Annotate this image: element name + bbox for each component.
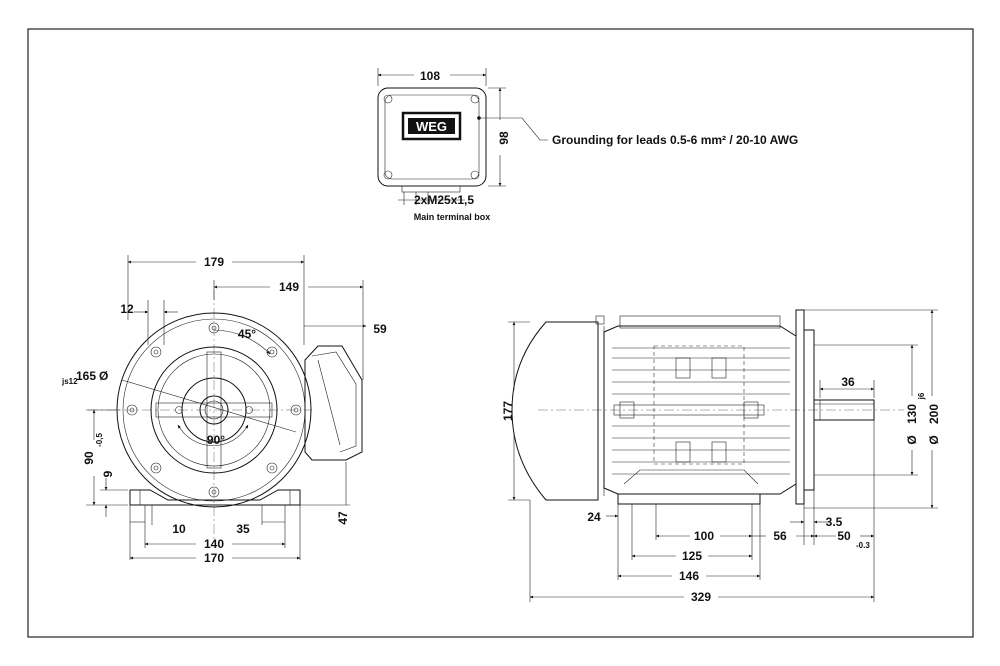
dim-200-symbol: Ø [927,435,941,444]
terminal-box-caption: Main terminal box [414,212,491,222]
dim-170: 170 [204,551,224,565]
dim-177: 177 [501,401,515,421]
dim-9: 9 [101,470,115,477]
dim-12: 12 [120,302,134,316]
dim-50-tol: -0.3 [856,541,870,550]
dim-100: 100 [694,529,714,543]
dim-10: 10 [172,522,186,536]
dim-3-5: 3.5 [826,515,843,529]
dim-149: 149 [279,280,299,294]
dim-130: 130 [905,404,919,424]
side-view: 177 36 130 j6 Ø 200 Ø 24 100 [501,309,941,604]
dim-47: 47 [336,511,350,525]
dim-36: 36 [841,375,855,389]
dim-35: 35 [236,522,250,536]
dim-108: 108 [420,69,440,83]
dim-90-tol: -0,5 [95,433,104,447]
pitch-dia-tol: js12 [61,377,78,386]
terminal-box-view: WEG 108 98 Grounding for leads 0.5-6 mm²… [377,68,798,222]
weg-logo: WEG [401,111,462,141]
dim-179: 179 [204,255,224,269]
dim-90: 90 [82,451,96,465]
dim-329: 329 [691,590,711,604]
pitch-dia: 165 [76,369,96,383]
angle-45: 45° [238,327,256,341]
thread-label: 2xM25x1,5 [414,193,474,207]
dim-140: 140 [204,537,224,551]
dim-146: 146 [679,569,699,583]
dim-56: 56 [773,529,787,543]
dim-24: 24 [587,510,601,524]
front-view: 45° 90° js12 165 Ø 179 149 12 [61,255,387,565]
dim-98: 98 [497,131,511,145]
pitch-dia-symbol: Ø [99,369,108,383]
dim-200: 200 [927,404,941,424]
dim-125: 125 [682,549,702,563]
angle-90: 90° [207,433,225,447]
dim-50: 50 [837,529,851,543]
dim-130-symbol: Ø [905,435,919,444]
dim-130-tol: j6 [917,392,926,400]
dim-59: 59 [373,322,387,336]
grounding-note: Grounding for leads 0.5-6 mm² / 20-10 AW… [552,133,798,147]
svg-text:WEG: WEG [416,119,447,134]
drawing-frame [27,28,974,638]
